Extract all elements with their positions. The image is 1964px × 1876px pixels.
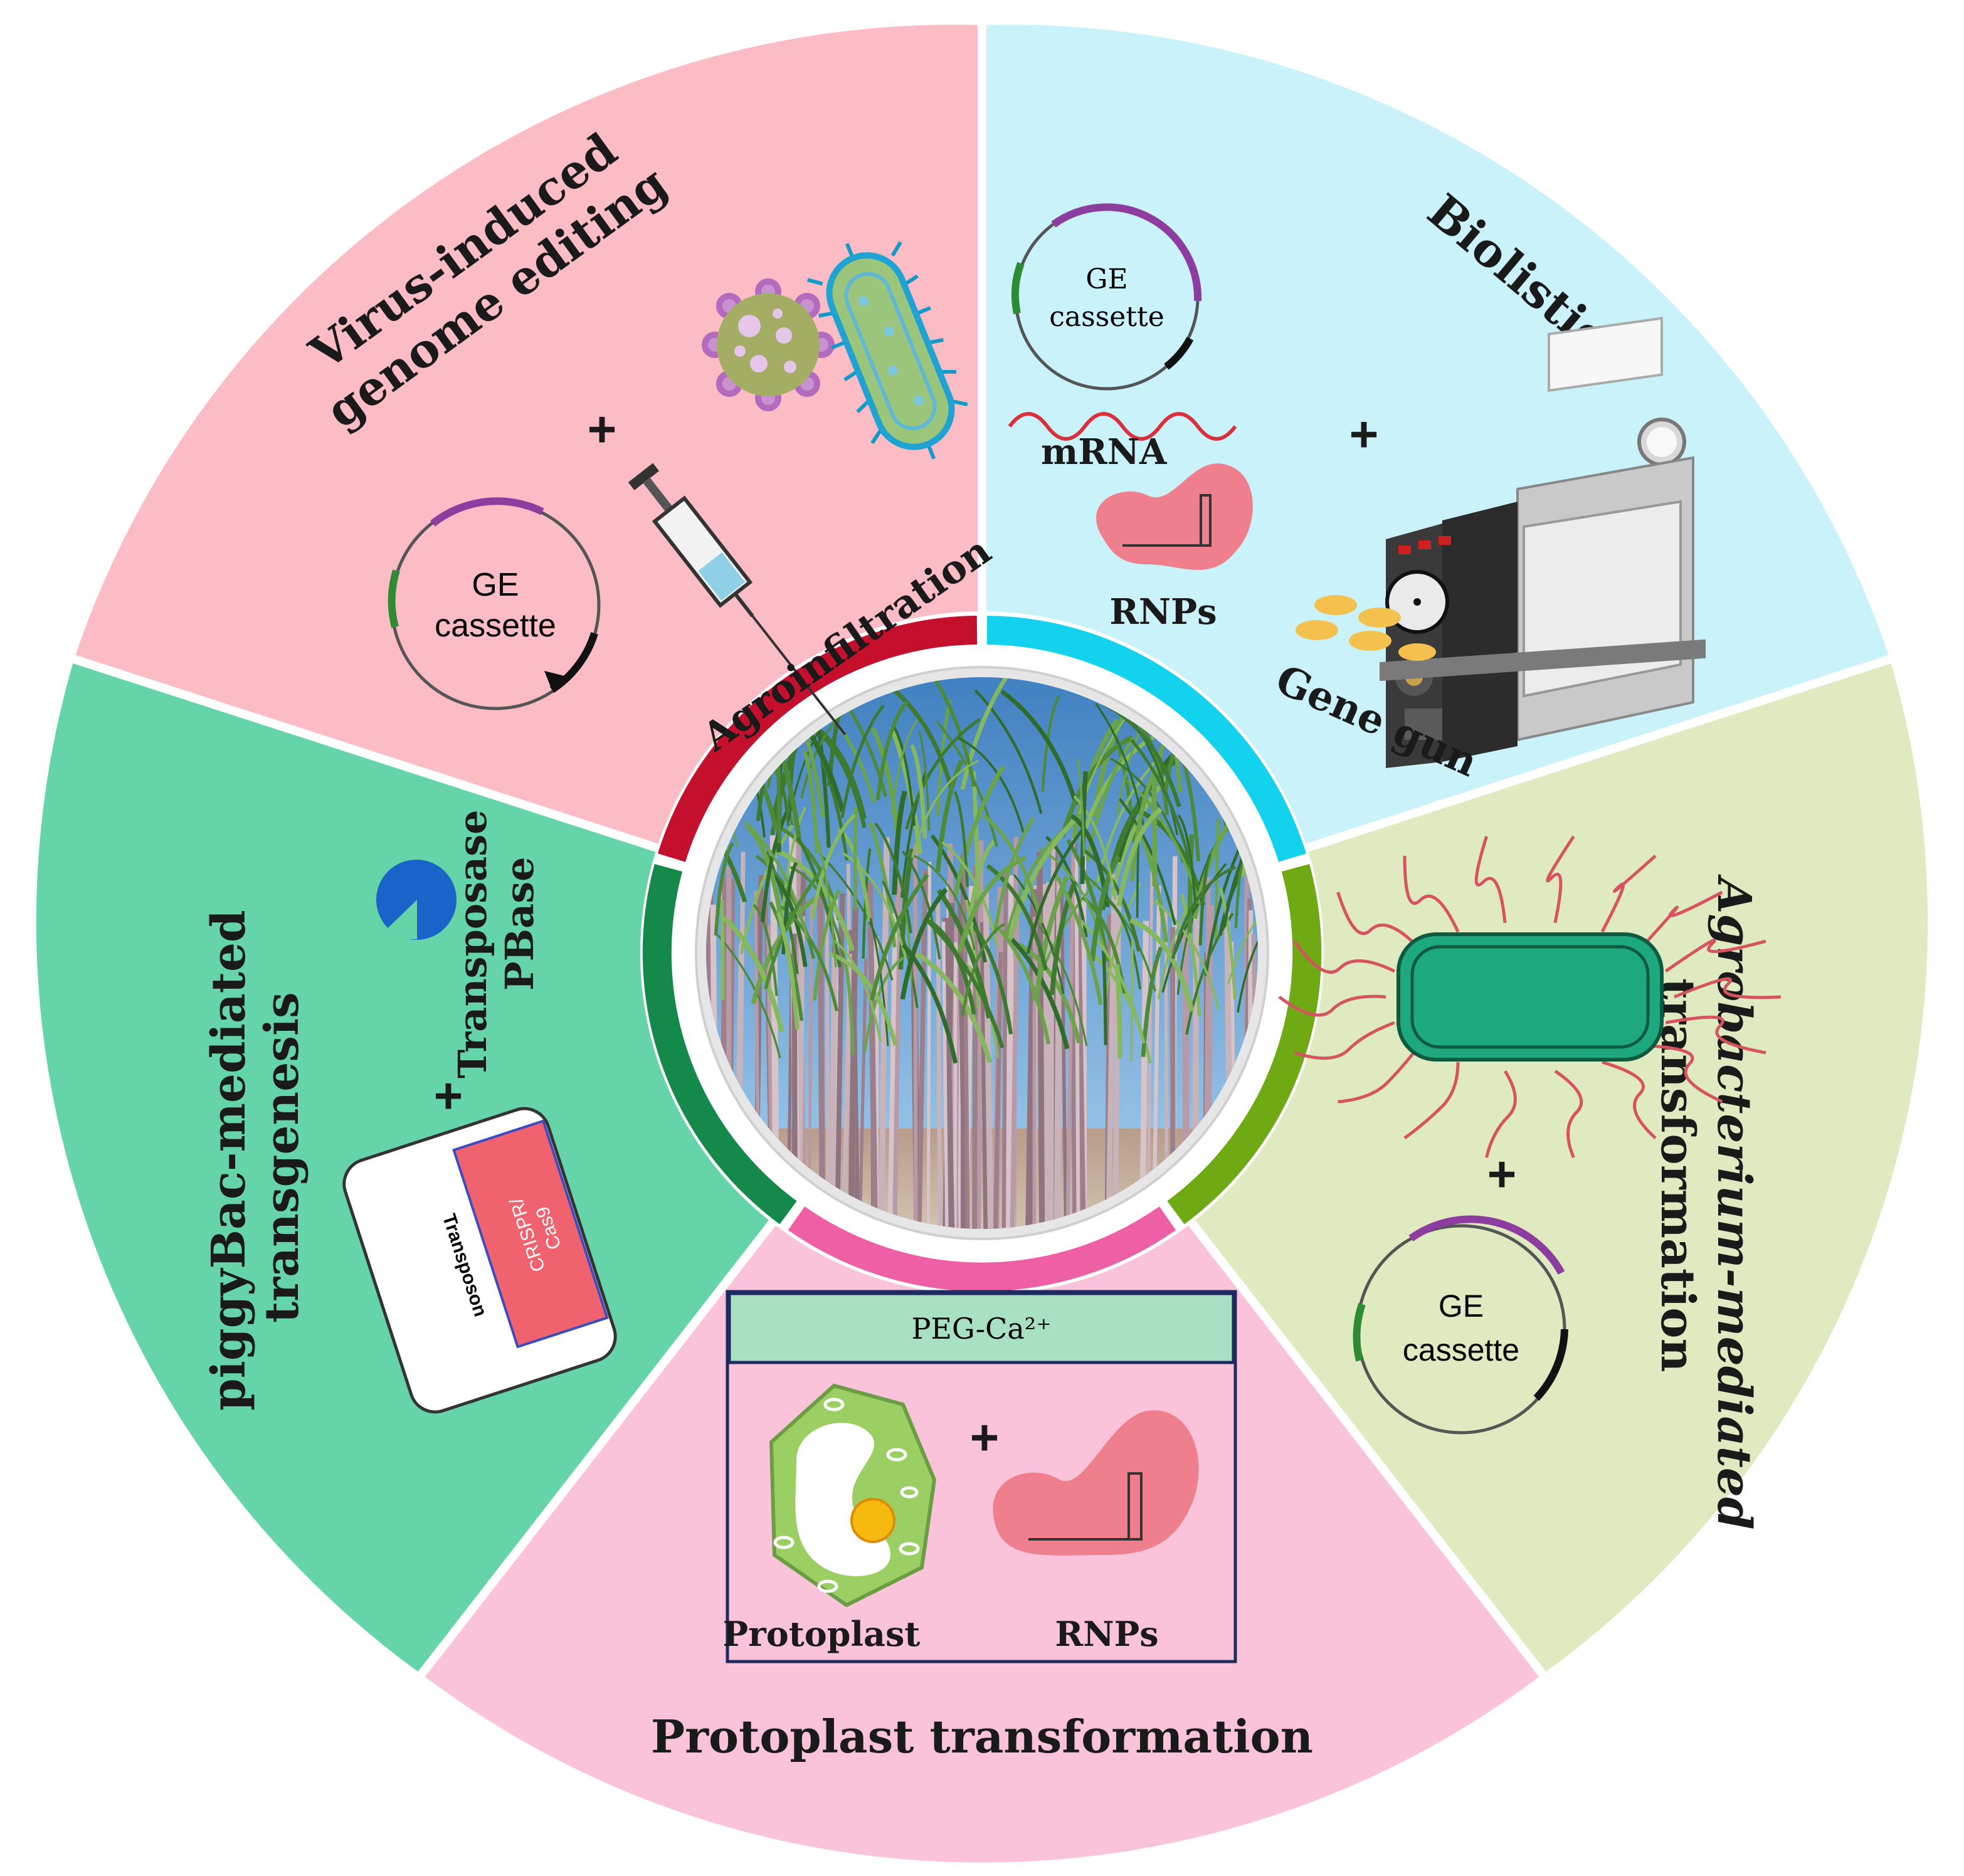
plus-sign: + (1487, 1146, 1517, 1202)
agro-title-line1: Agrobacterium-mediated (1707, 874, 1761, 1530)
peg-ca-label: PEG-Ca²⁺ (911, 1312, 1051, 1346)
agro-title-line2: transformation (1650, 978, 1704, 1372)
gold-particles-icon (1296, 595, 1436, 661)
ring-arc-biolistics (986, 616, 1306, 862)
cassette-label-line1: GE (472, 567, 519, 603)
plasmid-icon: GE cassette (1011, 203, 1202, 391)
plasmid-icon: GE cassette (388, 497, 601, 710)
protoplast-cell-icon (769, 1383, 937, 1608)
transposase-label-line2: PBase (497, 856, 542, 991)
piggybac-title-line2: transgenesis (255, 992, 309, 1323)
rnps-label: RNPs (1055, 1614, 1158, 1654)
piggybac-title-line1: piggyBac-mediated (202, 910, 256, 1411)
cassette-label-line2: cassette (435, 608, 556, 644)
transposon-icon: Transposon CRISPR/ Cas9 (342, 1107, 617, 1414)
mrna-label: mRNA (1041, 431, 1168, 473)
ring-arc-protoplast (788, 1206, 1176, 1292)
transposase-label-line1: Transposase (450, 809, 495, 1078)
cassette-label-line2: cassette (1403, 1332, 1519, 1367)
agrobacterium-icon (1278, 835, 1782, 1159)
segment-protoplast (421, 953, 1543, 1863)
plus-sign: + (970, 1410, 1000, 1465)
bacterium-icon (806, 241, 968, 460)
protoplast-title: Protoplast transformation (651, 1710, 1313, 1763)
rnps-label: RNPs (1109, 591, 1217, 633)
plasmid-icon: GE cassette (1353, 1215, 1568, 1435)
plus-sign: + (588, 401, 617, 457)
ring-arc-piggybac (642, 863, 797, 1225)
cassette-label-line2: cassette (1049, 301, 1164, 333)
cassette-label-line1: GE (1439, 1288, 1484, 1324)
virus-icon (702, 278, 835, 411)
ring-arc-agrobacterium (1167, 863, 1322, 1225)
rnp-icon (993, 1410, 1199, 1556)
syringe-icon (628, 463, 847, 735)
peg-box (726, 1290, 1237, 1663)
plus-sign: + (1349, 406, 1379, 462)
cassette-label-line1: GE (1085, 263, 1127, 295)
plus-sign: + (434, 1068, 463, 1124)
peg-box-header (727, 1292, 1235, 1364)
gene-gun-icon (1380, 317, 1706, 768)
ring-arc-virus (658, 616, 978, 862)
transposase-notch (376, 900, 417, 939)
protoplast-label: Protoplast (723, 1614, 921, 1654)
mrna-icon (1008, 412, 1237, 441)
rnp-icon (1096, 463, 1253, 570)
